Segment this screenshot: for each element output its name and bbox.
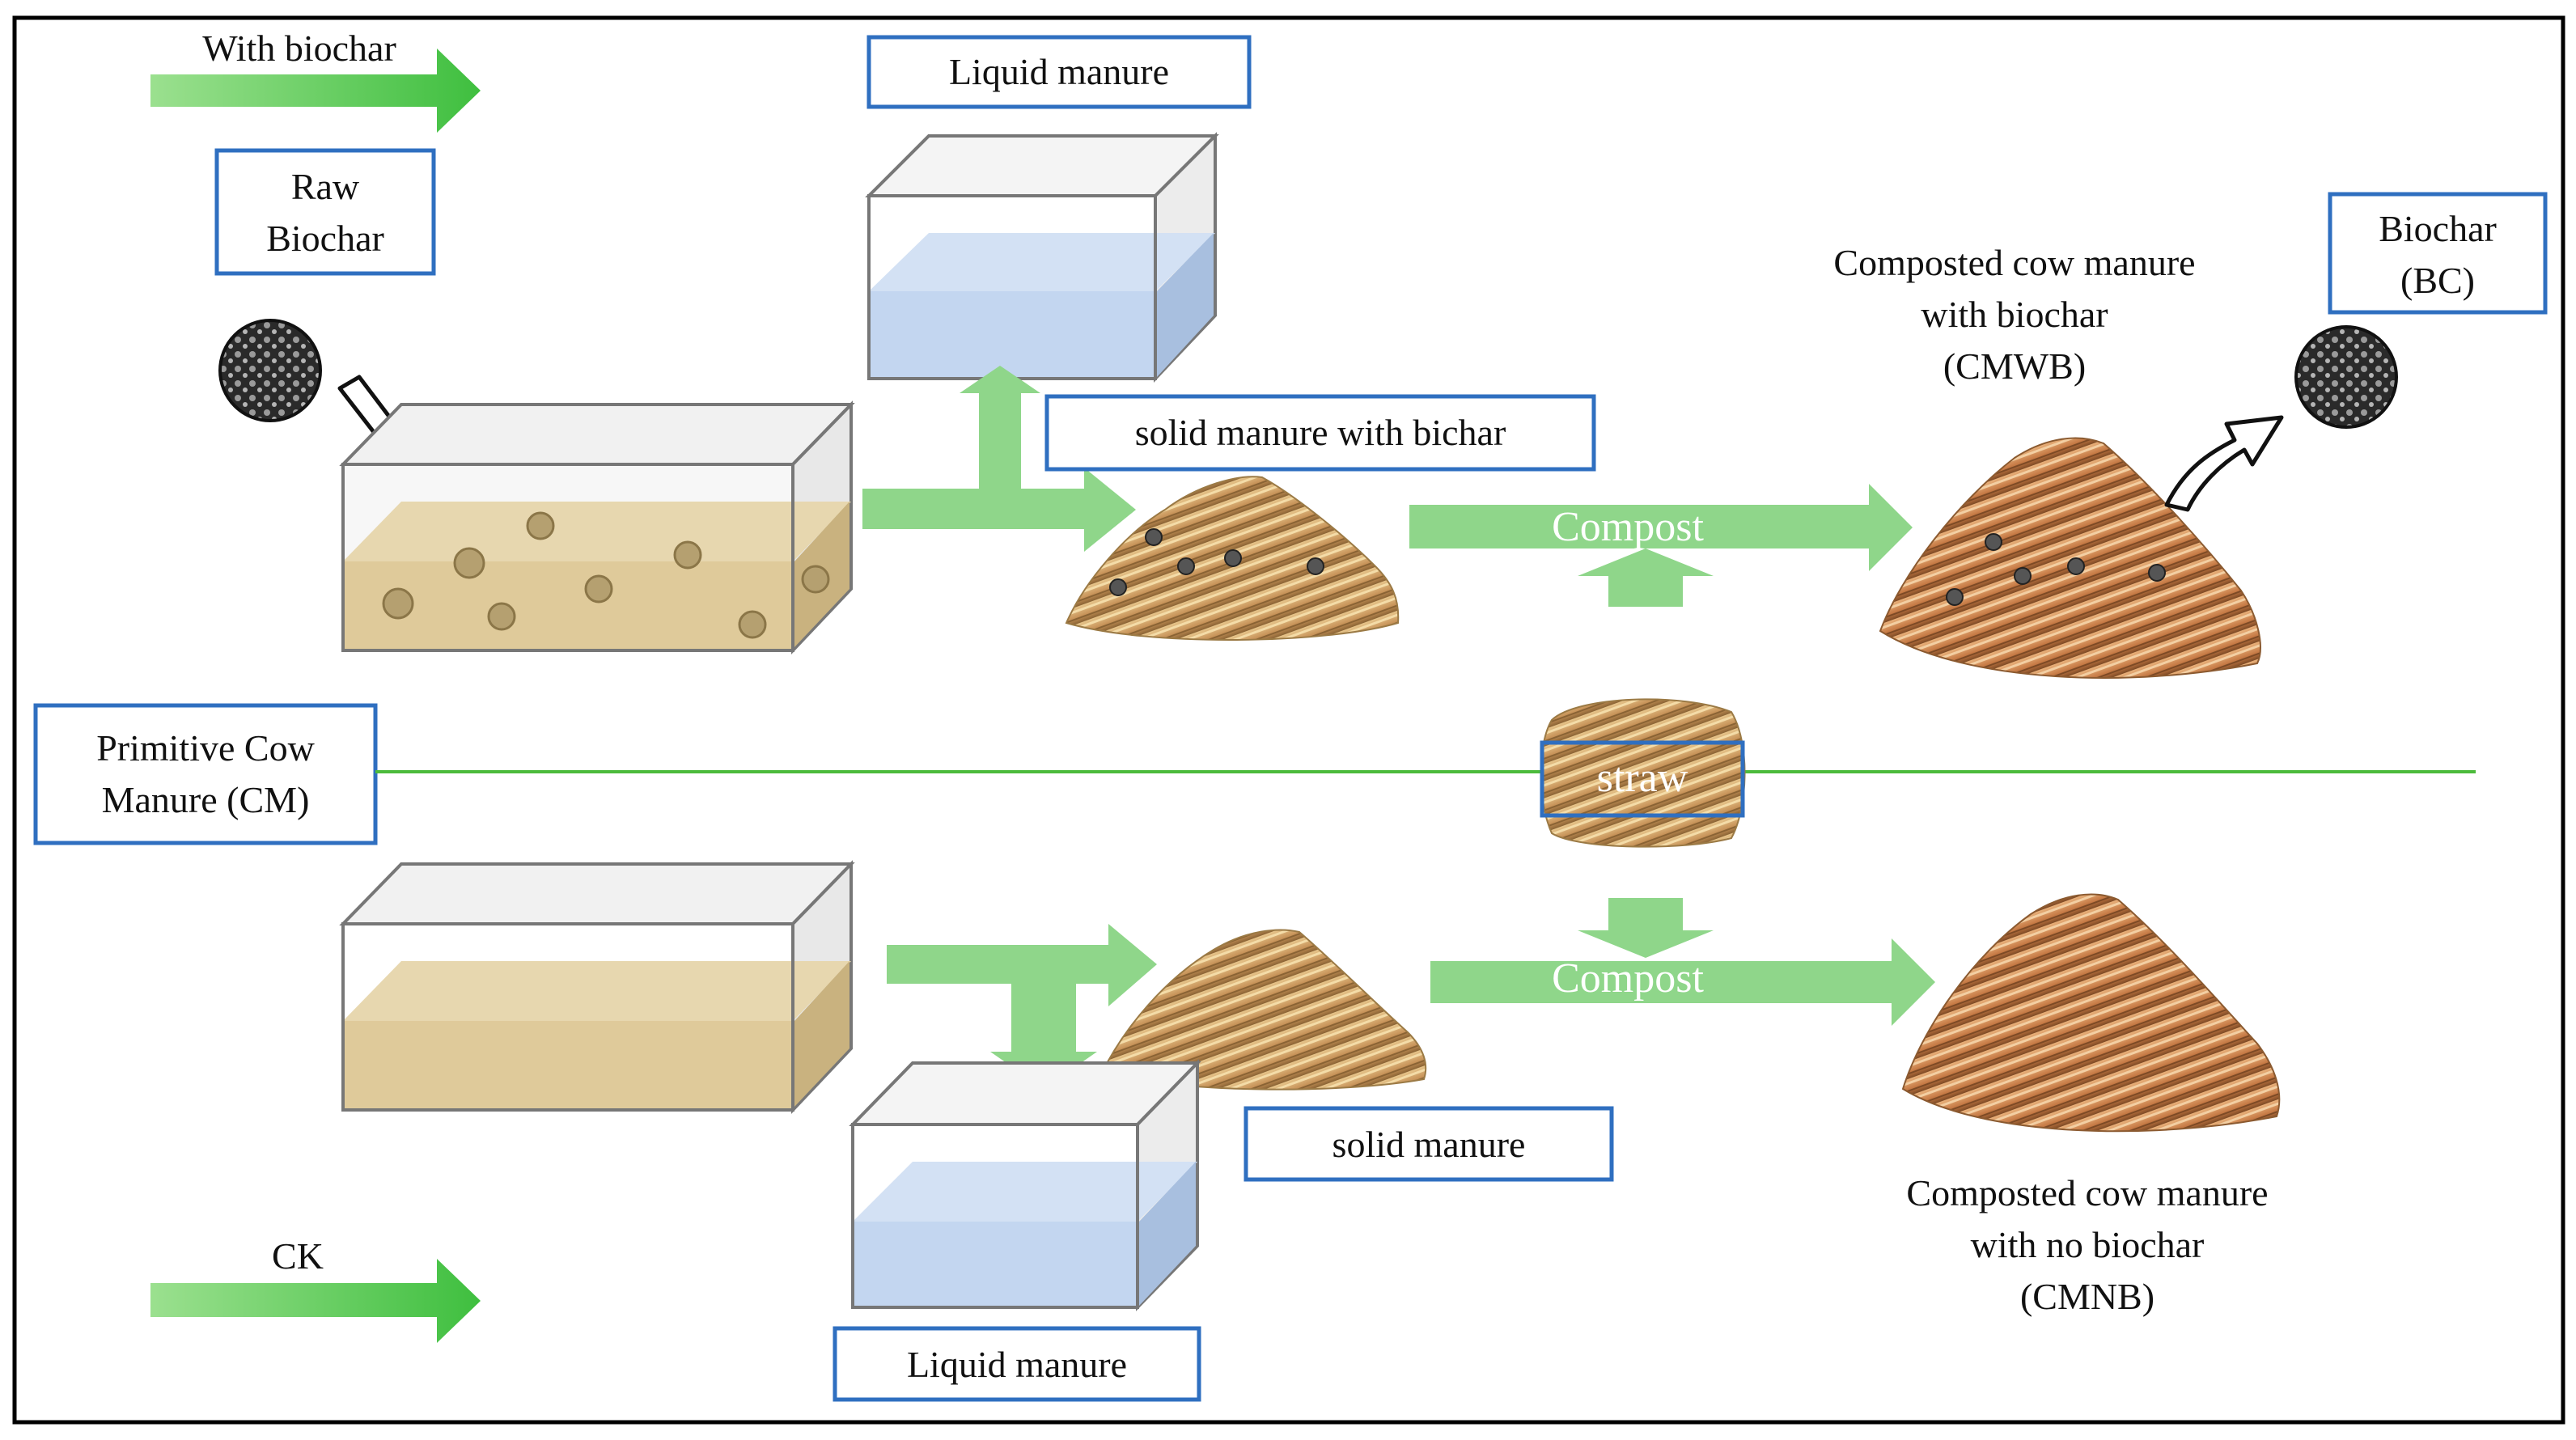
- compost-arrow-bottom: Compost: [1430, 898, 1935, 1026]
- top-manure-tank-with-biochar: [339, 400, 855, 655]
- biochar-bc-label-line1: Biochar: [2379, 208, 2497, 249]
- raw-biochar-particle-icon: [218, 319, 322, 422]
- primitive-cm-label-line2: Manure (CM): [102, 779, 310, 820]
- biochar-bc-label-line2: (BC): [2400, 260, 2475, 301]
- cmwb-label-line3: (CMWB): [1943, 345, 2086, 387]
- solid-manure-label: solid manure: [1332, 1124, 1526, 1165]
- solid-manure-with-bichar-label: solid manure with bichar: [1135, 412, 1506, 453]
- solid-manure-pile-with-biochar: [1065, 476, 1400, 642]
- legend-arrow-with-biochar: [150, 49, 481, 133]
- biochar-recovery-arrow-icon: [2164, 415, 2284, 512]
- liquid-manure-top-label: Liquid manure: [949, 51, 1169, 92]
- liquid-container-top: [865, 132, 1219, 383]
- biochar-bc-particle-icon: [2294, 325, 2398, 429]
- bottom-manure-tank: [339, 860, 855, 1115]
- solid-manure-with-bichar-box: solid manure with bichar: [1044, 394, 1596, 472]
- biochar-bc-box: Biochar (BC): [2328, 192, 2548, 315]
- figure-frame: [12, 15, 2565, 1425]
- cmnb-label-line2: with no biochar: [1971, 1224, 2205, 1265]
- straw-input-arrow-bottom: [1578, 898, 1714, 958]
- biochar-particles-in-tank: [382, 511, 830, 639]
- bottom-separation-arrow: [887, 924, 1157, 1089]
- compost-label-bottom: Compost: [1552, 955, 1704, 1002]
- cmnb-compost-pile: [1901, 893, 2281, 1133]
- primitive-cm-label-line1: Primitive Cow: [96, 727, 315, 769]
- top-separation-arrow: [862, 366, 1136, 552]
- cmwb-label: Composted cow manure with biochar (CMWB): [1833, 242, 2195, 387]
- cmwb-label-line1: Composted cow manure: [1833, 242, 2195, 283]
- liquid-manure-box-bottom: Liquid manure: [833, 1326, 1201, 1402]
- solid-manure-box: solid manure: [1244, 1106, 1614, 1182]
- raw-biochar-box: Raw Biochar: [214, 148, 436, 276]
- cmnb-label-line1: Composted cow manure: [1906, 1172, 2268, 1213]
- straw-label: straw: [1597, 755, 1688, 801]
- legend-ck: CK: [150, 1235, 481, 1343]
- straw-input-arrow-top: [1578, 548, 1714, 607]
- legend-label-with-biochar: With biochar: [202, 28, 396, 69]
- liquid-manure-bottom-label: Liquid manure: [907, 1344, 1127, 1385]
- solid-manure-pile: [1100, 929, 1427, 1091]
- legend-with-biochar: With biochar: [150, 28, 481, 133]
- liquid-container-bottom: [849, 1059, 1201, 1311]
- cmnb-label-line3: (CMNB): [2020, 1276, 2154, 1317]
- raw-biochar-label-line2: Biochar: [266, 218, 384, 259]
- cmwb-compost-pile: [1879, 437, 2261, 679]
- primitive-cow-manure-box: Primitive Cow Manure (CM): [33, 703, 378, 845]
- compost-label-top: Compost: [1552, 504, 1704, 550]
- compost-arrow-top: Compost: [1409, 484, 1913, 607]
- liquid-manure-box-top: Liquid manure: [866, 35, 1252, 109]
- cmnb-label: Composted cow manure with no biochar (CM…: [1906, 1172, 2268, 1317]
- legend-label-ck: CK: [272, 1235, 324, 1277]
- raw-biochar-label-line1: Raw: [291, 166, 360, 207]
- legend-arrow-ck: [150, 1259, 481, 1343]
- straw-input: straw: [1540, 698, 1746, 848]
- cmwb-label-line2: with biochar: [1921, 294, 2108, 335]
